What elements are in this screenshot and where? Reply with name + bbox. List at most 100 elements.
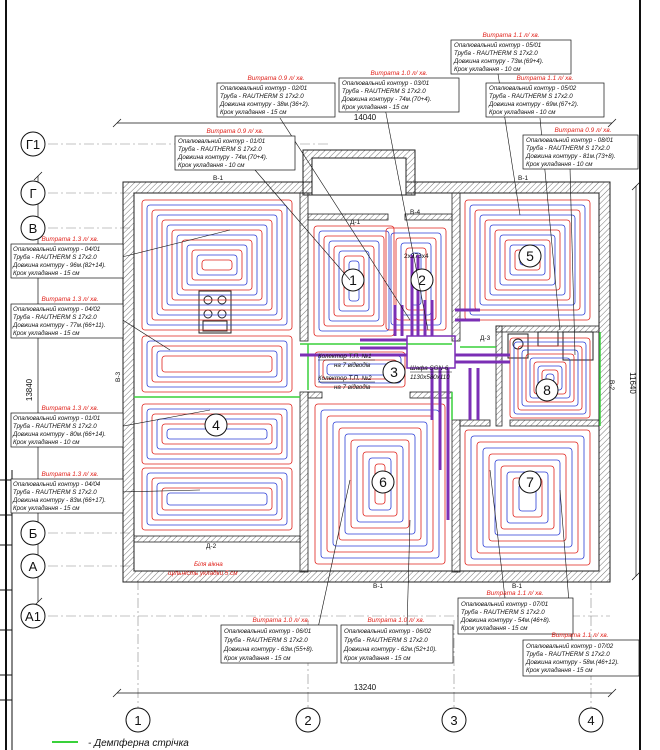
- callout-05-01-line-2: Труба - RAUTHERM S 17x2.0: [454, 50, 538, 57]
- title-block-edge: [0, 470, 13, 750]
- heating-loop-pipe: [176, 234, 258, 296]
- heating-loops: [141, 199, 591, 566]
- callout-01-01-line-2: Труба - RAUTHERM S 17x2.0: [178, 146, 262, 153]
- label-v1-bottom-left: В-1: [373, 583, 384, 590]
- callout-07-02: Витрата 1.1 л/ хв. Опалювальний контур -…: [522, 632, 640, 677]
- axis-row-b: Б: [29, 526, 38, 541]
- heating-loop-pipe: [186, 244, 248, 286]
- zone-markers: [204, 244, 559, 494]
- callout-03-01-line-2: Труба - RAUTHERM S 17x2.0: [342, 88, 426, 95]
- heating-loop-pipe: [141, 467, 293, 531]
- callout-07-01-line-3: Довжина контуру - 54м.(46+8).: [460, 617, 550, 624]
- heating-loop-pipe: [474, 209, 581, 311]
- callout-04-04-line-4: Крок укладання - 15 см: [13, 505, 80, 512]
- heating-loop-pipe: [181, 239, 253, 291]
- callout-07-02-line-2: Труба - RAUTHERM S 17x2.0: [526, 651, 610, 658]
- callout-07-02-line-3: Довжина контуру - 58м.(46+12).: [525, 659, 619, 666]
- callout-06-01-line-1: Опалювальний контур - 06/01: [224, 628, 311, 635]
- callout-01-01-line-4: Крок укладання - 10 см: [178, 162, 245, 169]
- callout-08-01-line-2: Труба - RAUTHERM S 17x2.0: [526, 145, 610, 152]
- heating-loop-pipe: [141, 403, 293, 465]
- callout-06-02: Витрата 1.0 л/ хв. Опалювальний контур -…: [340, 617, 454, 664]
- callout-04-04: Витрата 1.3 л/ хв. Опалювальний контур -…: [10, 471, 124, 514]
- heating-loop-pipe: [166, 492, 268, 506]
- heating-loop-pipe: [344, 433, 416, 535]
- heating-loop-pipe: [525, 353, 575, 403]
- heating-loop-pipe: [482, 447, 573, 548]
- label-d3: Д-3: [480, 335, 491, 342]
- callout-04-03-line-3: Довжина контуру - 80м.(66+14).: [12, 431, 106, 438]
- label-v2-side: В-2: [608, 380, 615, 391]
- heating-loop-pipe: [338, 427, 422, 541]
- heating-loop-pipe: [328, 240, 380, 322]
- callout-02-01-line-4: Крок укладання - 15 см: [220, 109, 287, 116]
- heating-loop-pipe: [362, 451, 398, 517]
- callout-06-02-title: Витрата 1.0 л/ хв.: [368, 617, 425, 624]
- heating-loop-pipe: [464, 199, 591, 321]
- callout-04-01: Витрата 1.3 л/ хв. Опалювальний контур -…: [10, 236, 124, 279]
- callout-07-01-line-2: Труба - RAUTHERM S 17x2.0: [461, 609, 545, 616]
- collector-2-label: Колектор Т.П. №2: [318, 375, 372, 382]
- label-v1-bottom-right: В-1: [512, 583, 523, 590]
- callout-04-03-title: Витрата 1.3 л/ хв.: [42, 405, 99, 412]
- window-note-1: Біля вікна: [194, 560, 223, 568]
- heating-loop-pipe: [146, 204, 288, 326]
- callout-04-04-line-3: Довжина контуру - 83м.(66+17).: [12, 497, 106, 504]
- callout-05-01-title: Витрата 1.1 л/ хв.: [483, 32, 540, 39]
- heating-loop-pipe: [161, 219, 273, 311]
- zone-1-label: 1: [349, 272, 357, 288]
- heating-loop-pipe: [338, 250, 370, 312]
- zone-8-label: 8: [543, 382, 551, 398]
- callout-05-02-line-4: Крок укладання - 10 см: [489, 109, 556, 116]
- callout-05-01-line-3: Довжина контуру - 73м.(69+4).: [453, 58, 543, 65]
- callout-02-01-title: Витрата 0.9 л/ хв.: [248, 75, 305, 82]
- callout-04-02: Витрата 1.3 л/ хв. Опалювальний контур -…: [10, 296, 124, 339]
- zone-3-label: 3: [390, 364, 398, 380]
- dim-top: 14040: [354, 113, 377, 122]
- callout-04-03-line-2: Труба - RAUTHERM S 17x2.0: [13, 423, 97, 430]
- callout-03-01-line-1: Опалювальний контур - 03/01: [342, 80, 429, 87]
- heating-loop-pipe: [469, 204, 586, 316]
- axis-row-a1: А1: [25, 609, 41, 624]
- label-d2: Д-2: [206, 543, 217, 550]
- callout-05-02-line-2: Труба - RAUTHERM S 17x2.0: [489, 93, 573, 100]
- callout-02-01-line-1: Опалювальний контур - 02/01: [220, 85, 307, 92]
- collector-manifold: [300, 255, 510, 520]
- heating-loop-pipe: [333, 245, 375, 317]
- label-vent: 2х273х4: [404, 253, 429, 260]
- callout-08-01-line-3: Довжина контуру - 81м.(73+8).: [525, 153, 615, 160]
- heating-loop-pipe: [464, 429, 591, 566]
- callout-04-04-line-2: Труба - RAUTHERM S 17x2.0: [13, 489, 97, 496]
- dim-right: 11640: [628, 372, 637, 394]
- label-v1-top-right: В-1: [518, 175, 529, 182]
- callout-05-01: Витрата 1.1 л/ хв. Опалювальний контур -…: [450, 32, 572, 75]
- dim-bottom: 13240: [354, 683, 377, 692]
- callout-08-01: Витрата 0.9 л/ хв. Опалювальний контур -…: [522, 127, 639, 170]
- callout-06-01-title: Витрата 1.0 л/ хв.: [253, 617, 310, 624]
- callout-05-01-line-4: Крок укладання - 10 см: [454, 66, 521, 73]
- heating-loop-pipe: [146, 472, 288, 526]
- callout-02-01-line-2: Труба - RAUTHERM S 17x2.0: [220, 93, 304, 100]
- callout-07-02-line-4: Крок укладання - 15 см: [526, 667, 593, 674]
- callout-03-01-line-3: Довжина контуру - 74м.(70+4).: [341, 96, 431, 103]
- callout-08-01-line-4: Крок укладання - 10 см: [526, 161, 593, 168]
- callout-04-04-title: Витрата 1.3 л/ хв.: [42, 471, 99, 478]
- callout-06-01-line-4: Крок укладання - 15 см: [224, 655, 291, 662]
- entrance-block: [302, 149, 416, 196]
- callout-04-01-title: Витрата 1.3 л/ хв.: [42, 236, 99, 243]
- axis-row-v: В: [29, 221, 38, 236]
- callout-06-01-line-2: Труба - RAUTHERM S 17x2.0: [224, 637, 308, 644]
- heating-loop-pipe: [332, 421, 428, 547]
- axis-row-g1: Г1: [26, 137, 40, 152]
- heating-loop-pipe: [318, 230, 390, 332]
- callout-04-01-line-4: Крок укладання - 15 см: [13, 270, 80, 277]
- axis-markers: [20, 131, 604, 733]
- damper-tape: [134, 332, 601, 426]
- heating-loop-pipe: [489, 224, 566, 296]
- heating-loop-pipe: [476, 441, 579, 554]
- heating-loop-pipe: [151, 345, 283, 383]
- callout-06-02-line-2: Труба - RAUTHERM S 17x2.0: [344, 637, 428, 644]
- heating-loop-pipe: [356, 445, 404, 523]
- callout-08-01-line-1: Опалювальний контур - 08/01: [526, 137, 613, 144]
- callout-05-02: Витрата 1.1 л/ хв. Опалювальний контур -…: [485, 75, 605, 118]
